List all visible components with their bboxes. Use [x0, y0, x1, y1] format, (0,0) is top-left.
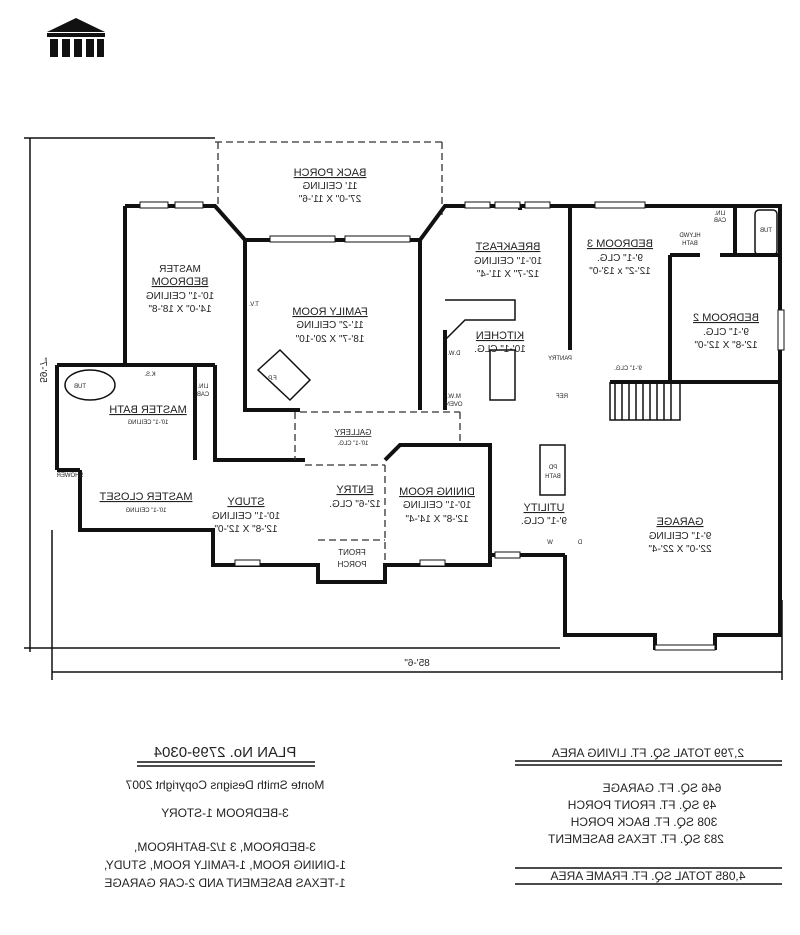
garage-size: 22'-0" X 22'-4" — [648, 544, 712, 555]
utility-label: UTILITY — [523, 502, 565, 514]
master-bedroom-label-2: BEDROOM — [152, 276, 209, 288]
family-room-ceiling: 11'-2" CEILING — [296, 320, 364, 331]
oven-label: OVEN — [445, 402, 462, 408]
dining-room-ceiling: 10'-1" CEILING — [403, 500, 471, 511]
area-table: 2,799 TOTAL SQ. FT. LIVING AREA 646 SQ. … — [515, 746, 782, 885]
garage-area: 646 SQ. FT. GARAGE — [603, 781, 722, 795]
study-ceiling: 10'-1" CEILING — [212, 511, 280, 522]
tub-label: TUB — [760, 228, 772, 234]
pd-bath-label-2: BATH — [545, 474, 561, 480]
garage-label: GARAGE — [656, 516, 703, 528]
gallery-ceiling: 10'-1" CLG. — [337, 441, 368, 447]
plan-description-2: 1-DINING ROOM, 1-FAMILY ROOM, STUDY, — [104, 858, 346, 872]
dining-room-size: 12'-8" X 14'-4" — [405, 514, 469, 525]
windows — [139, 201, 785, 651]
basement-area: 283 SQ. FT. TEXAS BASEMENT — [547, 832, 724, 846]
bedroom3-label: BEDROOM 3 — [587, 238, 653, 250]
master-bedroom-size: 14'-0" X 18'-8" — [148, 304, 212, 315]
dishwasher-label: D.W. — [447, 351, 460, 357]
master-tub-label: TUB — [74, 384, 86, 390]
walls — [55, 141, 782, 650]
plan-description-3: 1-TEXAS BASEMENT AND 2-CAR GARAGE — [104, 876, 345, 890]
pantry-label: PANTRY — [548, 356, 572, 362]
plan-description-1: 3-BEDROOM, 3 1/2-BATHROOM, — [134, 840, 316, 854]
dining-room-label: DINING ROOM — [399, 486, 475, 498]
master-closet-ceiling: 10'-1" CEILING — [125, 508, 166, 514]
breakfast-label: BREAKFAST — [475, 241, 540, 253]
dimension-lines — [24, 137, 783, 680]
back-porch-label: BACK PORCH — [294, 167, 367, 179]
lin-cab-label-2: CAB — [714, 218, 726, 224]
bedroom3-size: 12'-2" x 13'-0" — [589, 266, 651, 277]
front-porch-label-2: PORCH — [337, 560, 366, 569]
fireplace-label: F.P. — [267, 376, 277, 382]
entry-label: ENTRY — [336, 484, 374, 496]
washer-label: W — [547, 540, 553, 546]
back-porch-size: 27'-0" X 11'-6" — [298, 194, 361, 205]
breakfast-ceiling: 10'-1" CEILING — [474, 256, 542, 267]
bedroom2-label: BEDROOM 2 — [693, 312, 759, 324]
columns-house-logo — [47, 18, 105, 57]
master-lin-label: LIN. — [197, 384, 208, 390]
study-size: 12'-8" X 12'-0" — [214, 524, 278, 535]
utility-ceiling: 9'-1" CLG. — [521, 516, 567, 527]
dryer-label: D — [577, 540, 582, 546]
back-porch-ceiling: 11' CEILING — [302, 181, 357, 192]
shower-label: SHOWER — [56, 473, 84, 479]
master-cab-label: CAB — [197, 392, 209, 398]
master-bedroom-label: MASTER — [159, 264, 201, 275]
title-block: PLAN No. 2799-0304 Monte Smith Designs C… — [104, 744, 346, 890]
hlywd-bath-label-2: BATH — [682, 241, 698, 247]
frame-area: 4,085 TOTAL SQ. FT. FRAME AREA — [551, 869, 746, 883]
gallery-label: GALLERY — [334, 428, 371, 437]
family-room-size: 18'-7" X 20'-10" — [295, 334, 364, 345]
bedroom2-ceiling: 9'-1" CLG. — [703, 327, 749, 338]
pd-bath-label: PD — [548, 465, 557, 471]
room-labels: BACK PORCH 11' CEILING 27'-0" X 11'-6" M… — [37, 167, 772, 669]
kitchen-label: KITCHEN — [476, 330, 524, 342]
width-dimension: 85'-6" — [404, 658, 430, 669]
master-closet-label: MASTER CLOSET — [99, 491, 192, 503]
plan-type: 3-BEDROOM 1-STORY — [161, 806, 289, 820]
bedroom2-size: 12'-8" X 12'-0" — [694, 340, 758, 351]
front-porch-label: FRONT — [338, 548, 366, 557]
microwave-label: M.W. — [447, 394, 461, 400]
bedroom3-ceiling: 9'-1" CLG. — [597, 253, 643, 264]
hlywd-bath-label: HLYWD — [679, 233, 701, 239]
master-bath-ceiling: 10'-1" CEILING — [127, 420, 168, 426]
copyright: Monte Smith Designs Copyright 2007 — [125, 778, 324, 792]
ref-label: REF — [556, 394, 568, 400]
living-area: 2,799 TOTAL SQ. FT. LIVING AREA — [552, 746, 744, 760]
depth-dimension: 59'-7" — [37, 357, 48, 383]
tv-label: T.V. — [249, 302, 259, 308]
family-room-label: FAMILY ROOM — [292, 306, 367, 318]
entry-ceiling: 12'-6" CLG. — [329, 499, 381, 510]
ks-label: K.S. — [144, 372, 156, 378]
front-porch-area: 49 SQ. FT. FRONT PORCH — [568, 798, 716, 812]
plan-number: PLAN No. 2799-0304 — [154, 744, 297, 761]
master-bedroom-ceiling: 10'-1" CEILING — [146, 291, 214, 302]
lin-cab-label: LIN. — [714, 211, 725, 217]
garage-ceiling: 9'-1" CEILING — [648, 531, 711, 542]
hall-ceiling: 9'-1" CLG. — [614, 366, 642, 372]
back-porch-area: 308 SQ. FT. BACK PORCH — [571, 815, 718, 829]
master-bath-label: MASTER BATH — [109, 404, 186, 416]
kitchen-ceiling: 10'-1" CLG. — [474, 344, 526, 355]
study-label: STUDY — [227, 496, 265, 508]
breakfast-size: 12'-7" X 11'-4" — [476, 269, 539, 280]
